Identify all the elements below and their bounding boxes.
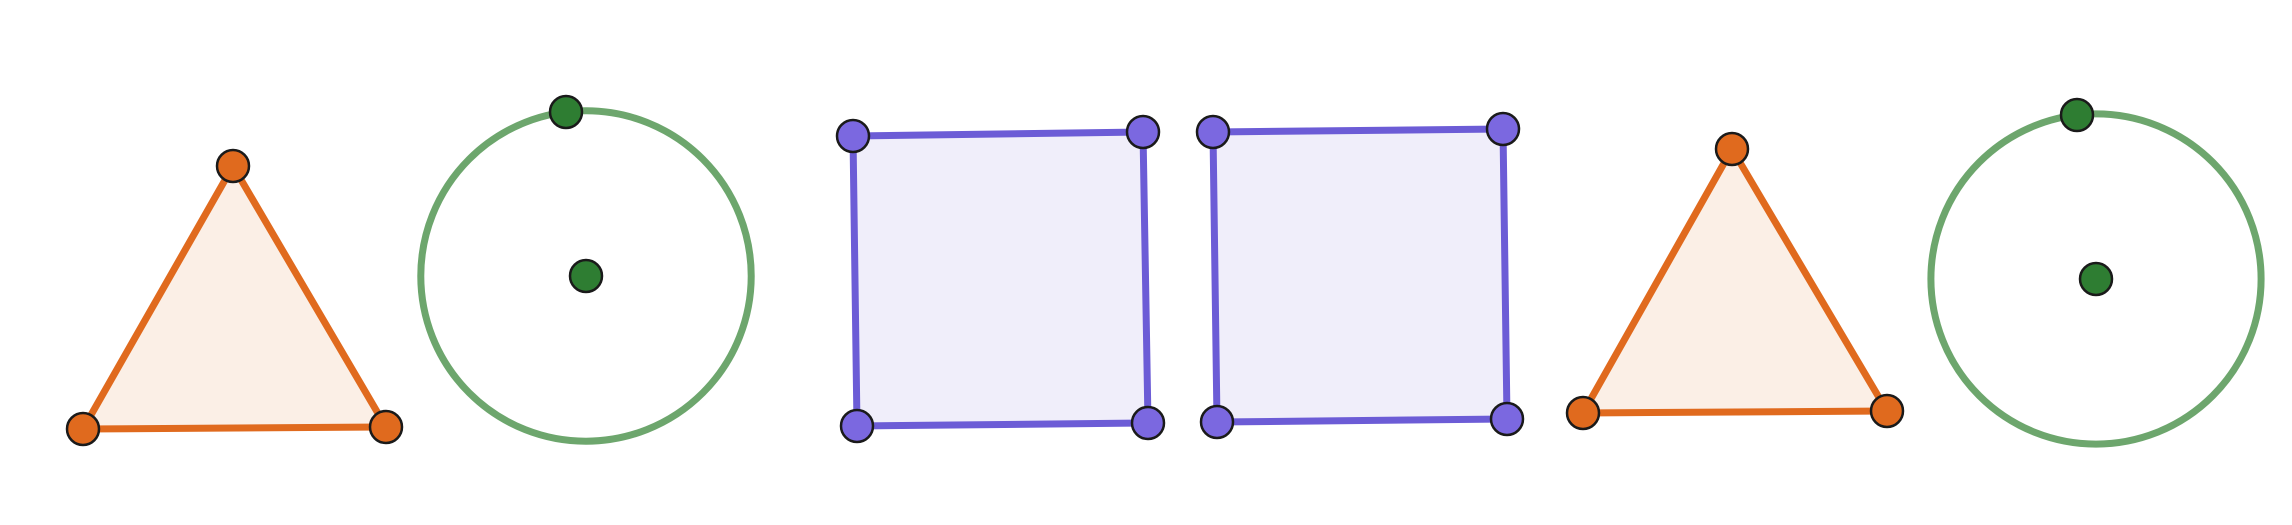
square-1-vertex-1[interactable]: [835, 118, 871, 154]
triangle-2-vertex-2[interactable]: [1565, 395, 1601, 431]
circle-2-outline[interactable]: [1927, 110, 2265, 448]
square-2-polygon[interactable]: [1209, 125, 1511, 426]
square-2-vertex-2[interactable]: [1485, 111, 1521, 147]
square-1-vertex-2[interactable]: [1125, 114, 1161, 150]
shapes-layer: [79, 107, 2265, 448]
square-2-vertex-1[interactable]: [1195, 114, 1231, 150]
square-1-vertex-4[interactable]: [839, 408, 875, 444]
triangle-1-vertex-3[interactable]: [368, 409, 404, 445]
square-2-vertex-4[interactable]: [1199, 404, 1235, 440]
points-layer: [65, 94, 2114, 447]
circle-1-radius-point[interactable]: [548, 94, 584, 130]
circle-2-center-point[interactable]: [2078, 261, 2114, 297]
circle-2-radius-point[interactable]: [2059, 97, 2095, 133]
triangle-1-vertex-1[interactable]: [215, 148, 251, 184]
triangle-2-polygon[interactable]: [1579, 145, 1891, 417]
square-2-vertex-3[interactable]: [1489, 401, 1525, 437]
triangle-2-vertex-3[interactable]: [1869, 393, 1905, 429]
triangle-1-vertex-2[interactable]: [65, 411, 101, 447]
circle-1-outline[interactable]: [417, 107, 755, 445]
triangle-1-polygon[interactable]: [79, 162, 390, 433]
circle-1-center-point[interactable]: [568, 258, 604, 294]
square-1-polygon[interactable]: [849, 128, 1152, 430]
triangle-2-vertex-1[interactable]: [1714, 131, 1750, 167]
square-1-vertex-3[interactable]: [1130, 405, 1166, 441]
